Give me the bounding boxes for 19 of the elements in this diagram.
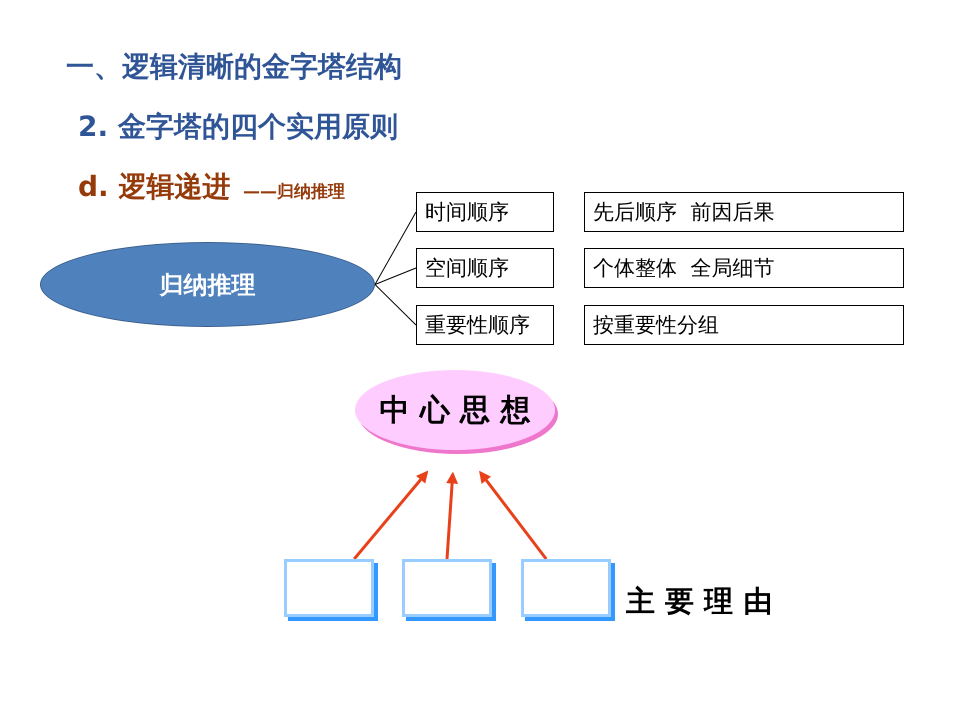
- text-box: 按重要性分组: [584, 305, 904, 345]
- text-box: 重要性顺序: [416, 305, 554, 345]
- title: 一、逻辑清晰的金字塔结构: [66, 49, 402, 85]
- connector-line: [374, 268, 416, 285]
- connector-line: [374, 212, 416, 285]
- text-box: 空间顺序: [416, 248, 554, 288]
- arrow: [353, 470, 428, 560]
- section-subheading: ——归纳推理: [243, 181, 345, 203]
- subtitle: 2. 金字塔的四个实用原则: [78, 109, 398, 145]
- text-box: 时间顺序: [416, 192, 554, 232]
- section-heading: d. 逻辑递进: [78, 169, 230, 205]
- group-label: 主 要 理 由: [626, 583, 772, 620]
- arrow: [479, 470, 548, 560]
- arrow: [446, 472, 458, 560]
- connector-line: [374, 284, 416, 326]
- ellipse: 归纳推理: [40, 242, 375, 327]
- ellipse: 中 心 思 想: [355, 370, 555, 450]
- text-box: 先后顺序 前因后果: [584, 192, 904, 232]
- text-box: 个体整体 全局细节: [584, 248, 904, 288]
